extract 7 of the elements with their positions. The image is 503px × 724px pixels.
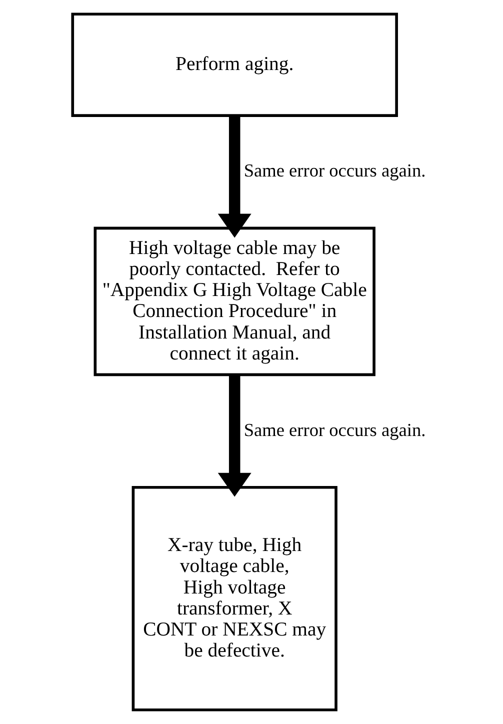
node-box: X-ray tube, High voltage cable, High voltage transformer, X CONT or NEXSC may be defective. [132,486,338,712]
node-box: High voltage cable may be poorly contacted. Refer to "Appendix G High Voltage Cable Connection Procedure" in Installation Manual, and connect it again. [94,226,376,376]
arrow [218,116,252,238]
edge-label: Same error occurs again. [244,160,426,181]
node-box: Perform aging. [71,12,398,117]
edge-label: Same error occurs again. [244,420,426,440]
arrow [218,374,252,497]
